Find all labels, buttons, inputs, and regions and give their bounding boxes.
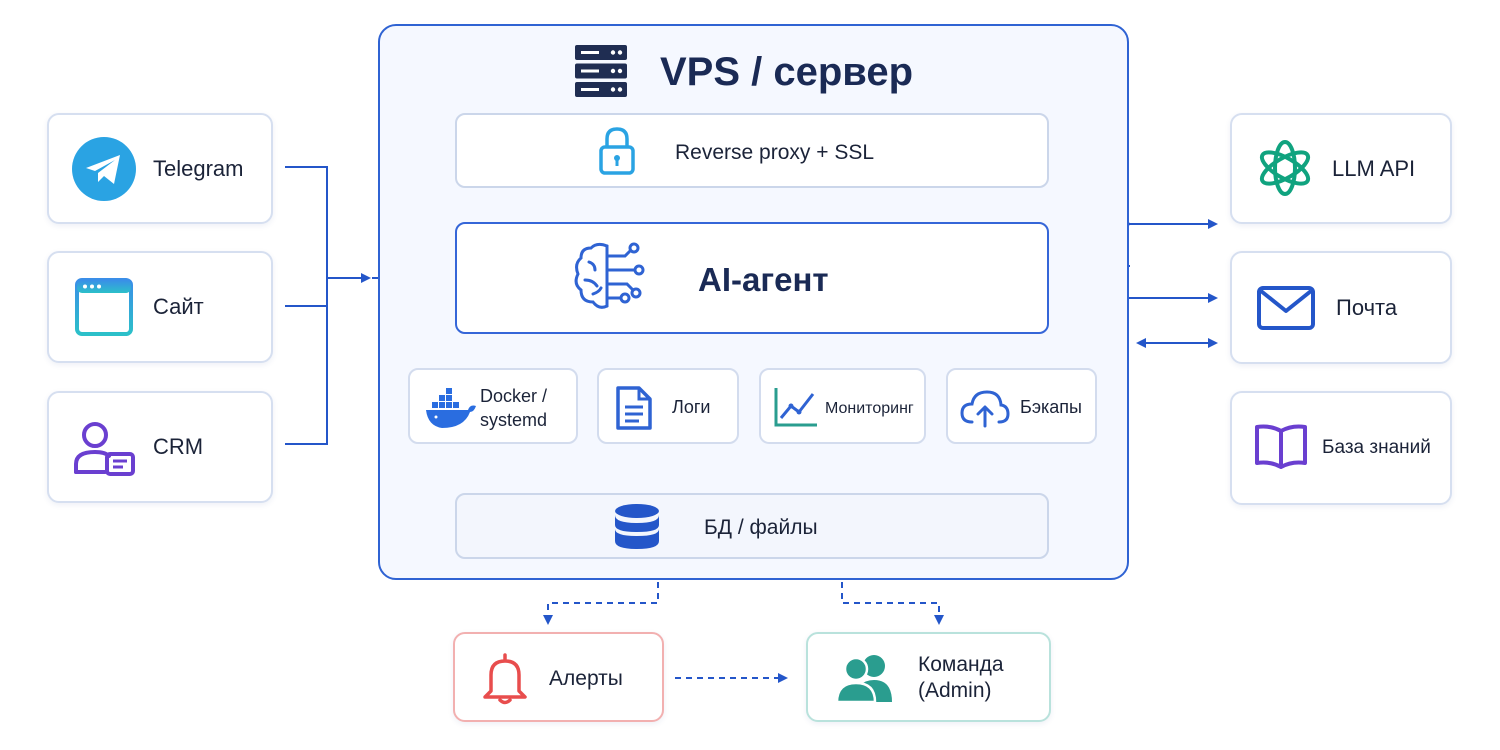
- service-mail-card[interactable]: Почта: [1230, 251, 1452, 364]
- alerts-label: Алерты: [549, 667, 623, 690]
- backups-box[interactable]: Бэкапы: [946, 368, 1097, 444]
- llm-knot-icon: [1259, 140, 1311, 196]
- cloud-upload-icon: [960, 390, 1010, 428]
- user-card-icon: [74, 422, 135, 476]
- llm-label: LLM API: [1332, 155, 1416, 181]
- team-users-icon: [835, 655, 892, 704]
- backups-label: Бэкапы: [1020, 397, 1082, 417]
- mail-label: Почта: [1336, 294, 1398, 320]
- logs-label: Логи: [672, 397, 711, 417]
- service-llm-card[interactable]: LLM API: [1230, 113, 1452, 224]
- browser-window-icon: [75, 278, 133, 336]
- docker-label-line1: Docker /: [480, 386, 548, 406]
- ai-brain-icon: [574, 242, 645, 309]
- monitoring-label: Мониторинг: [825, 400, 914, 417]
- kb-label: База знаний: [1322, 437, 1431, 458]
- server-icon: [575, 45, 627, 97]
- docker-label-line2: systemd: [480, 410, 548, 430]
- reverse-proxy-box[interactable]: Reverse proxy + SSL: [455, 113, 1049, 188]
- docker-systemd-box[interactable]: Docker / systemd: [408, 368, 578, 444]
- storage-label: БД / файлы: [704, 516, 818, 539]
- lock-icon: [599, 127, 635, 175]
- server-to-bottom-connector: [543, 582, 944, 683]
- crm-label: CRM: [153, 434, 204, 459]
- reverse-proxy-label: Reverse proxy + SSL: [675, 141, 875, 164]
- server-title: VPS / сервер: [660, 50, 914, 94]
- input-crm-card[interactable]: CRM: [47, 391, 273, 503]
- line-chart-icon: [774, 388, 817, 427]
- site-label: Сайт: [153, 294, 204, 319]
- alerts-card[interactable]: Алерты: [453, 632, 664, 722]
- input-telegram-card[interactable]: Telegram: [47, 113, 273, 224]
- document-icon: [616, 386, 652, 430]
- input-site-card[interactable]: Сайт: [47, 251, 273, 363]
- storage-box[interactable]: БД / файлы: [455, 493, 1049, 559]
- team-label-line1: Команда: [918, 653, 1004, 676]
- open-book-icon: [1255, 424, 1307, 469]
- docker-whale-icon: [426, 388, 476, 428]
- ai-agent-box[interactable]: AI-агент: [455, 222, 1049, 334]
- service-kb-card[interactable]: База знаний: [1230, 391, 1452, 505]
- bell-icon: [483, 653, 527, 705]
- team-card[interactable]: Команда (Admin): [806, 632, 1051, 722]
- database-icon: [615, 504, 659, 549]
- telegram-label: Telegram: [153, 155, 244, 181]
- logs-box[interactable]: Логи: [597, 368, 739, 444]
- ai-agent-label: AI-агент: [698, 261, 829, 298]
- monitoring-box[interactable]: Мониторинг: [759, 368, 926, 444]
- team-label-line2: (Admin): [918, 679, 992, 702]
- mail-envelope-icon: [1257, 286, 1315, 330]
- telegram-icon: [72, 136, 136, 201]
